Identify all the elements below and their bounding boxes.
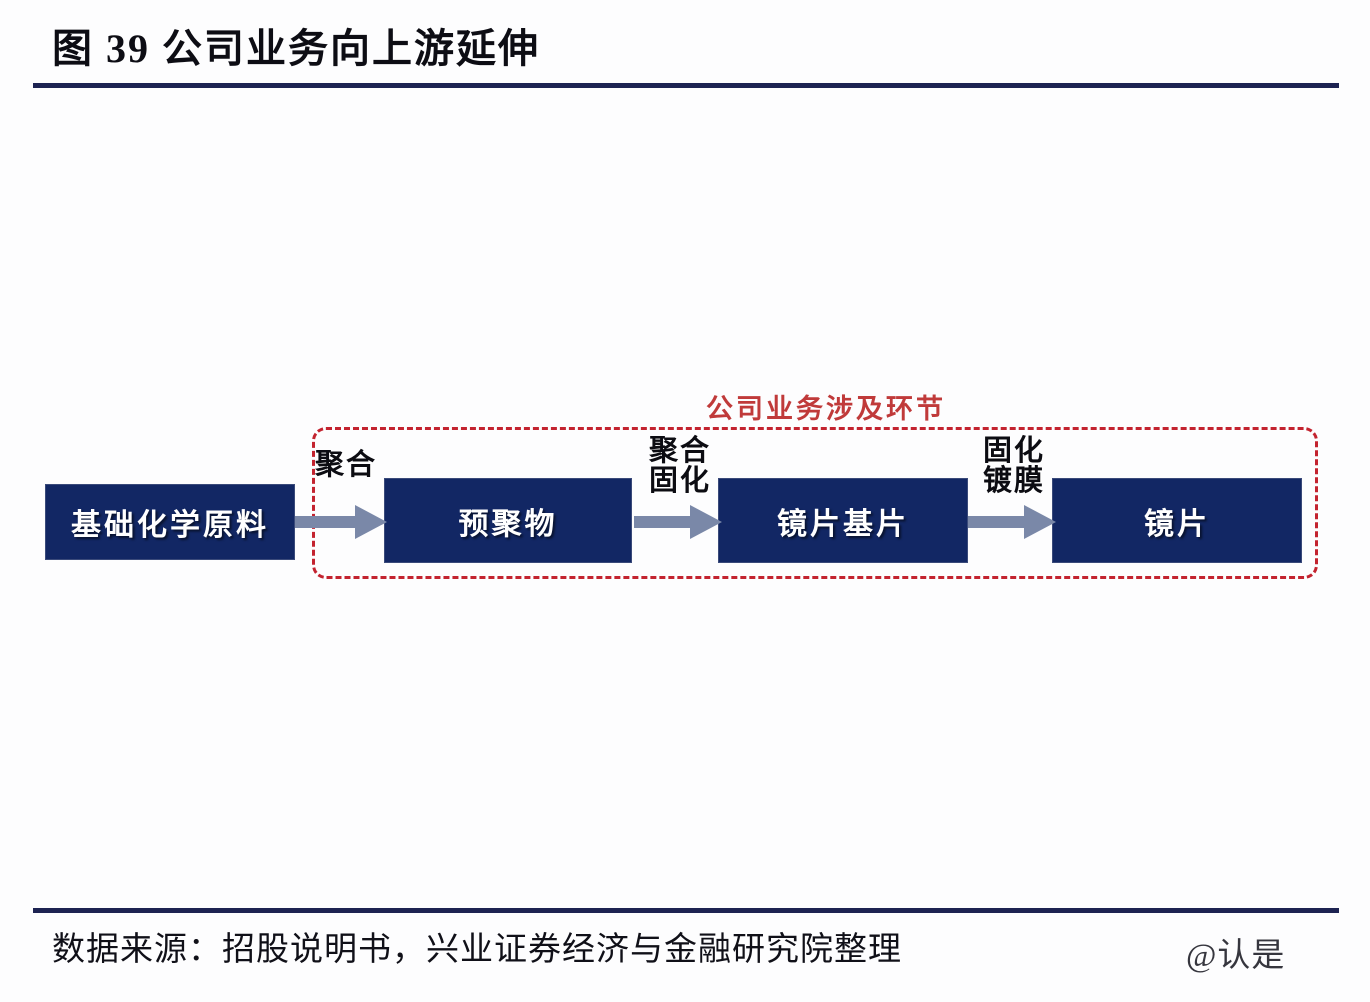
step-label-line2: 镀膜 <box>982 464 1045 497</box>
footer-divider <box>33 908 1339 913</box>
step-label-line1: 聚合 <box>314 449 377 481</box>
step-label-line1: 聚合 <box>648 435 711 467</box>
step-label-line1: 固化 <box>982 435 1045 467</box>
node-label: 镜片基片 <box>777 507 909 541</box>
arrow-raw-to-prepolymer <box>295 505 387 539</box>
step-label-line2: 固化 <box>648 464 711 497</box>
arrow-substrate-to-lens <box>968 505 1056 539</box>
node-basic-chemical-raw-material[interactable]: 基础化学原料 <box>45 484 295 560</box>
step-label-polymerization-curing: 聚合 固化 <box>640 435 720 497</box>
node-prepolymer[interactable]: 预聚物 <box>384 478 632 563</box>
node-label: 镜片 <box>1144 507 1210 541</box>
node-label: 基础化学原料 <box>71 509 269 542</box>
step-label-curing-coating: 固化 镀膜 <box>974 435 1054 497</box>
node-label: 预聚物 <box>458 507 558 541</box>
title-divider <box>33 83 1339 88</box>
arrow-prepolymer-to-substrate <box>634 505 722 539</box>
source-note: 数据来源：招股说明书，兴业证券经济与金融研究院整理 <box>52 932 902 968</box>
watermark: @认是 <box>1186 938 1286 974</box>
node-lens[interactable]: 镜片 <box>1052 478 1302 563</box>
page-title: 图 39 公司业务向上游延伸 <box>52 26 540 71</box>
step-label-polymerization: 聚合 <box>306 449 386 481</box>
scope-region-dashed-box <box>312 427 1318 579</box>
node-lens-substrate[interactable]: 镜片基片 <box>718 478 968 563</box>
scope-region-label: 公司业务涉及环节 <box>706 394 946 424</box>
